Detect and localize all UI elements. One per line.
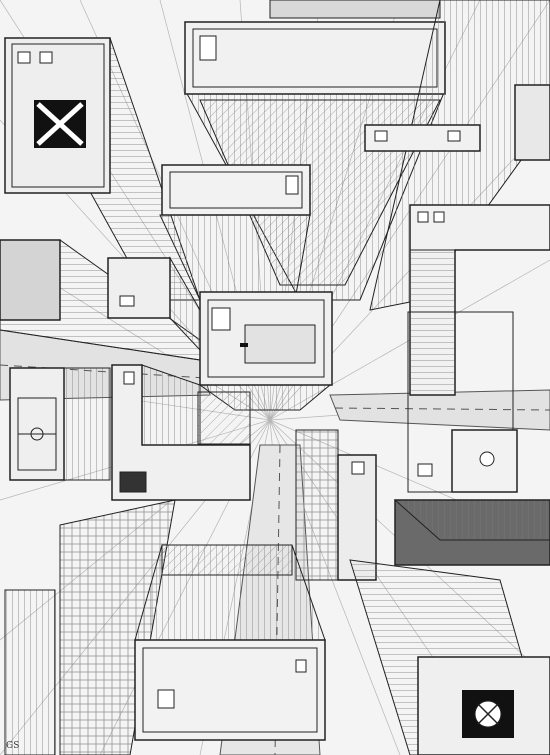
stairwell-box-icon: [157, 689, 175, 709]
stairwell-box-icon: [285, 175, 299, 195]
artist-signature: GS: [6, 741, 20, 751]
building-top-strip: [269, 0, 441, 19]
stairwell-box-icon: [39, 51, 53, 64]
building-lower-left: [4, 499, 176, 755]
stairwell-box-icon: [211, 307, 231, 331]
building-right-l: [407, 204, 550, 493]
building-top-left: [4, 37, 201, 301]
building-soccer-field: [9, 367, 111, 481]
chimney-box-icon: [119, 295, 135, 307]
chimney-box-icon: [447, 130, 461, 142]
building-right-low: [393, 499, 550, 566]
chimney-box-icon: [351, 461, 365, 475]
building-right-slab: [295, 429, 377, 581]
stairwell-box-icon: [17, 51, 31, 64]
building-bottom-center: [134, 544, 326, 741]
chimney-box-icon: [417, 463, 433, 477]
chimney-box-icon: [374, 130, 388, 142]
building-mid-left: [0, 239, 201, 361]
building-center-roof: [159, 164, 311, 301]
building-mid-center-left: [111, 364, 251, 501]
chimney-box-icon: [433, 211, 445, 223]
chimney-box-icon: [123, 371, 135, 385]
rooftop-garden-icon: [197, 391, 251, 445]
building-bottom-right: [349, 559, 550, 755]
stairwell-box-icon: [199, 35, 217, 61]
chimney-box-icon: [417, 211, 429, 223]
ventilation-fan-icon: [479, 451, 495, 467]
chimney-box-icon: [119, 471, 147, 493]
chimney-box-icon: [295, 659, 307, 673]
